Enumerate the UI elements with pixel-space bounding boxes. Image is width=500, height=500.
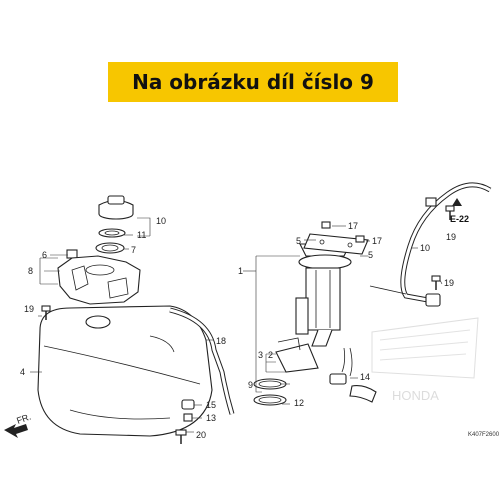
honda-wing-watermark: HONDA [371,317,479,403]
callout-6: 9 [248,380,253,390]
callout-19-hose-lower: 19 [444,278,454,288]
callout-20: 20 [196,430,206,440]
callout-17-right: 17 [372,236,382,246]
tank-damper[interactable] [181,399,195,422]
pump-plate-bolt-right[interactable] [355,235,365,243]
callout-9: 8 [28,266,33,276]
banner-text: Na obrázku díl číslo 9 [132,70,374,94]
callout-17-upper: 17 [348,221,358,231]
reference-e22[interactable]: E-22 [450,198,469,224]
fuel-level-sensor[interactable] [275,337,319,373]
callout-16: 15 [206,400,216,410]
honda-watermark-text: HONDA [392,388,439,403]
callout-19-hose-upper: 19 [446,232,456,242]
tank-mount-bolt[interactable] [41,305,51,320]
rubber-bushing[interactable] [66,249,78,259]
callout-7: 6 [42,250,47,260]
callout-3: 3 [258,350,263,360]
reference-e22-label: E-22 [450,214,469,224]
tank-rear-bolt[interactable] [175,429,187,444]
front-direction-arrow: FR. [4,412,32,438]
hose-clamp-bolt-upper[interactable] [445,205,455,220]
cap-seal-ring[interactable] [98,228,126,238]
callout-15: 14 [360,372,370,382]
fuel-feed-hose[interactable] [369,182,492,307]
callout-10-label: 10 [420,243,430,253]
fuel-tank[interactable] [37,305,213,437]
callout-18: 18 [216,336,226,346]
callout-14: 13 [206,413,216,423]
callout-1: 1 [238,266,243,276]
callout-5-right: 5 [368,250,373,260]
fuel-cap-base-part-9[interactable] [57,255,141,305]
pump-o-ring[interactable] [253,378,287,390]
callout-4: 4 [20,367,25,377]
callout-13: 11 [137,230,146,240]
fuel-cap[interactable] [98,195,134,220]
pump-packing[interactable] [253,394,287,406]
callout-5-left: 5 [296,236,301,246]
callout-11: 12 [294,398,304,408]
drawing-code: K407F2600 [468,432,500,438]
part-number-banner: Na obrázku díl číslo 9 [108,62,398,102]
callout-12: 10 [156,216,166,226]
fuel-pump-unit[interactable] [295,243,352,347]
hose-clamp-bolt-lower[interactable] [431,275,441,290]
callout-2: 2 [268,350,273,360]
pump-harness-connector[interactable] [329,347,377,403]
pump-plate-bolt-upper[interactable] [321,221,331,229]
callout-19-tank: 19 [24,304,34,314]
pump-set-plate[interactable] [303,233,369,255]
front-arrow-label: FR. [15,412,32,426]
callout-8: 7 [131,245,136,255]
cap-gasket[interactable] [95,242,125,254]
